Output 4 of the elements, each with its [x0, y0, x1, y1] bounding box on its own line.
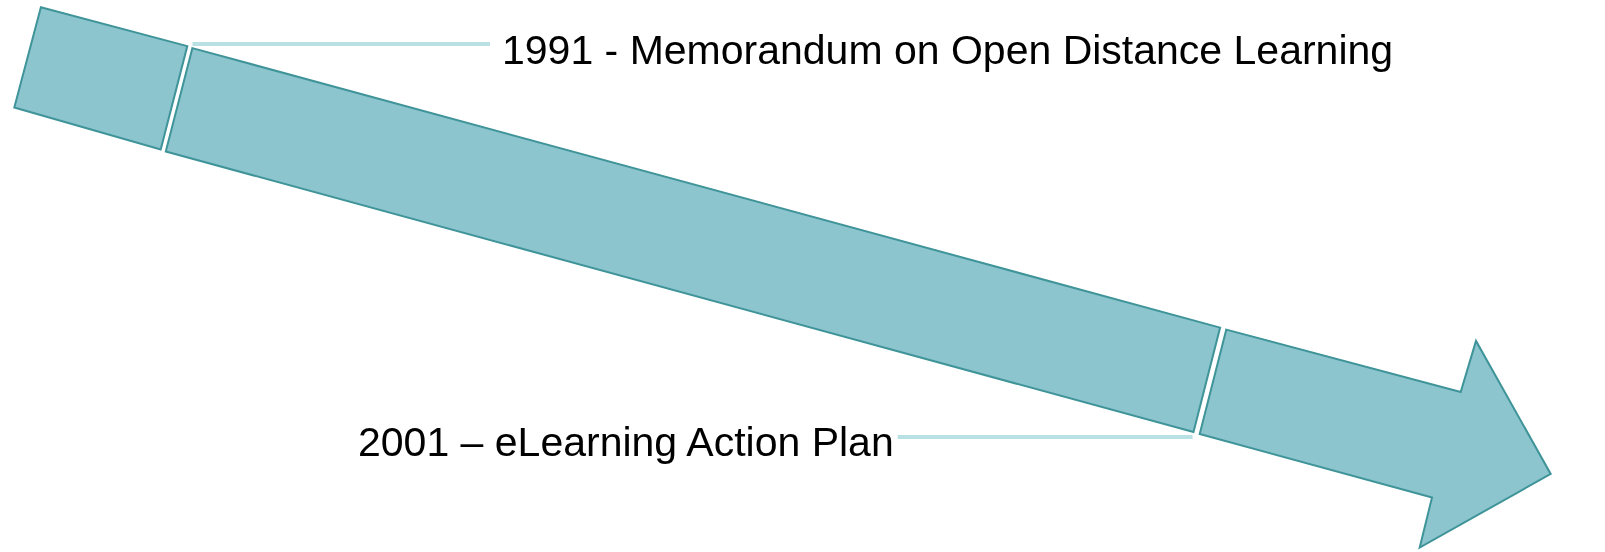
leader-line: [897, 435, 1193, 440]
timeline-label: 1991 - Memorandum on Open Distance Learning: [502, 28, 1394, 74]
timeline-label: 2001 – eLearning Action Plan: [358, 420, 894, 466]
leader-line: [192, 42, 490, 46]
